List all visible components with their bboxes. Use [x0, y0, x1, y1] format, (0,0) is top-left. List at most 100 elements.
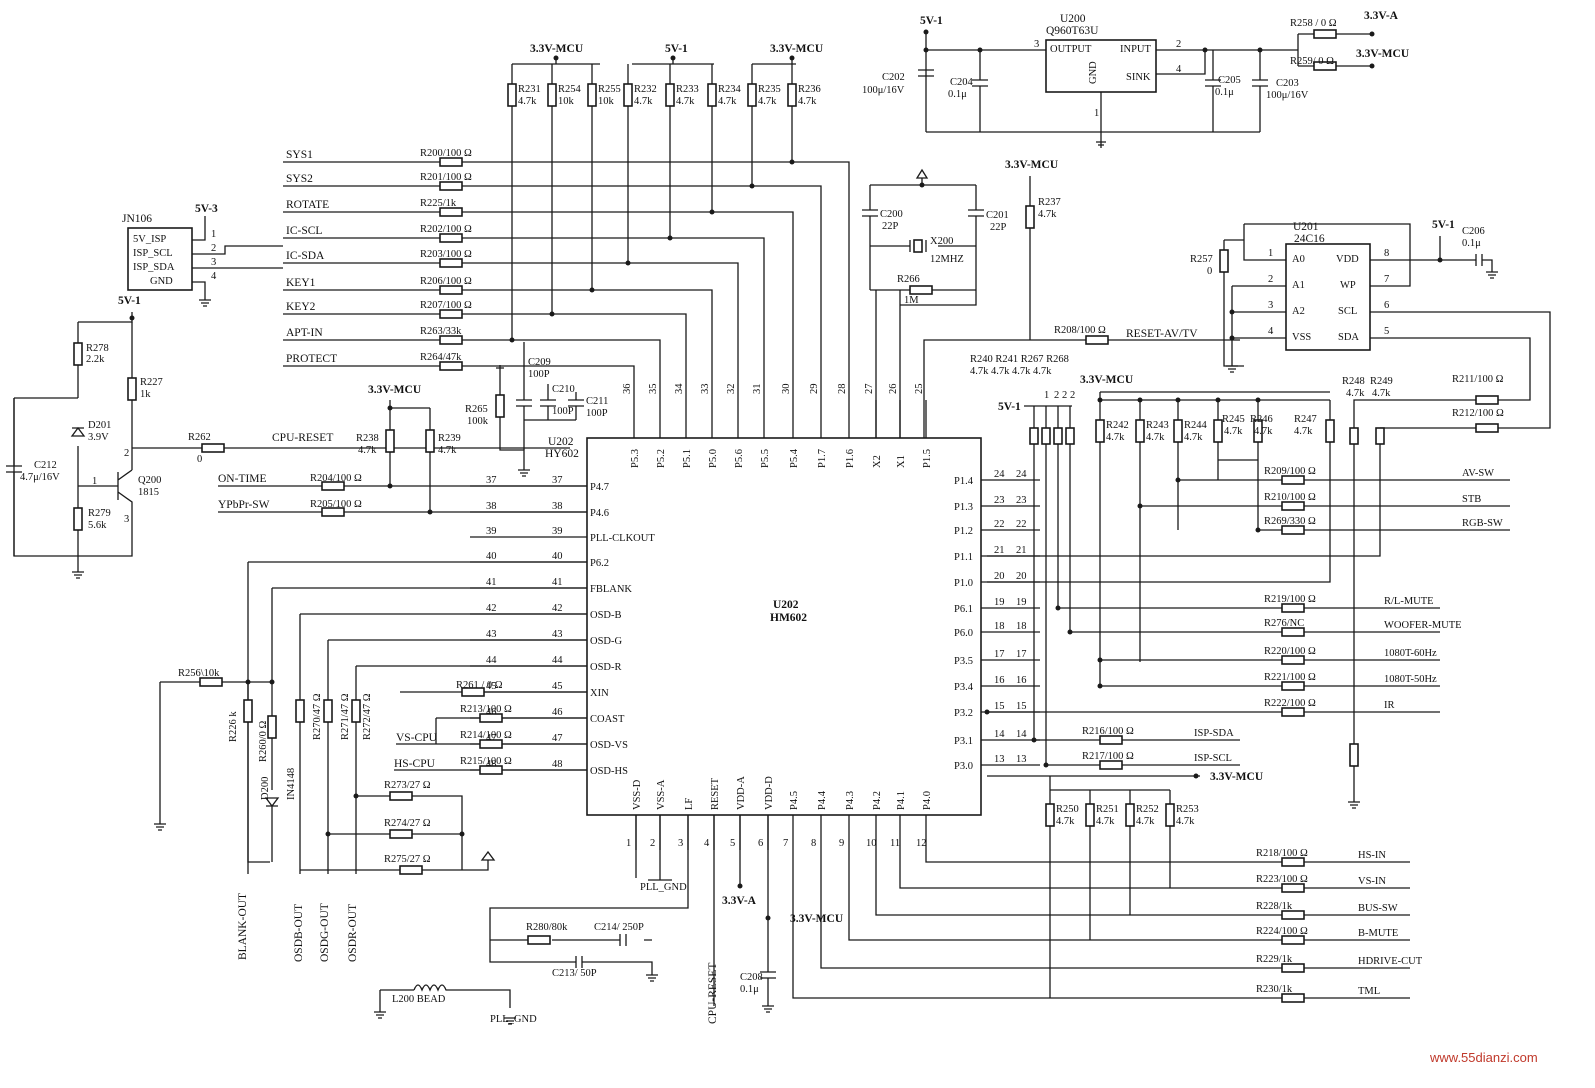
rail-label: 5V-3: [195, 203, 218, 215]
u201-pin: WP: [1340, 280, 1356, 291]
net-name: 1080T-50Hz: [1384, 674, 1437, 685]
u200-pin: SINK: [1126, 72, 1151, 83]
pin-number: 40: [552, 551, 563, 562]
series-resistor: [439, 207, 463, 217]
r274-label: R274/27 Ω: [384, 818, 431, 829]
rail-label: 3.3V-MCU: [1210, 771, 1264, 783]
pin-number: 44: [486, 655, 497, 666]
net-name: KEY2: [286, 301, 316, 313]
r257-value: 0: [1207, 266, 1212, 277]
rail-label: 5V-1: [665, 43, 688, 55]
resistor-value: 4.7k: [676, 96, 695, 107]
net-reset-av-tv: RESET-AV/TV: [1126, 328, 1198, 340]
u200-pin: INPUT: [1120, 44, 1152, 55]
r280-label: R280/80k: [526, 922, 568, 933]
pin-name: OSD-R: [590, 662, 622, 673]
resistor-ref: R234: [718, 84, 742, 95]
series-resistor: [1099, 760, 1123, 770]
u201-ref: U201: [1293, 221, 1319, 233]
ic-part: HM602: [770, 612, 807, 624]
r278-value: 2.2k: [86, 354, 105, 365]
u201-pin: A0: [1292, 254, 1305, 265]
net-name: STB: [1462, 494, 1481, 505]
u201-pin: VSS: [1292, 332, 1311, 343]
signal-net: [875, 850, 1410, 916]
pin-number: 1: [626, 838, 631, 849]
pin-number: 47: [552, 733, 563, 744]
net-ypbpr-sw: YPbPr-SW: [218, 499, 270, 511]
c201-value: 22P: [990, 222, 1007, 233]
r257-label: R257: [1190, 254, 1213, 265]
pullup-resistor: [587, 83, 597, 107]
pin-name: P5.3: [630, 449, 641, 468]
ic-ref-top: U202: [548, 436, 574, 448]
pin-number: 9: [839, 838, 844, 849]
resistor-label: R217/100 Ω: [1082, 751, 1134, 762]
resistor-label: R229/1k: [1256, 954, 1293, 965]
c210-value: 100P: [552, 406, 574, 417]
pin-name: P4.3: [845, 791, 856, 810]
resistor-label: R216/100 Ω: [1082, 726, 1134, 737]
x200-value: 12MHZ: [930, 254, 964, 265]
pin-name: VSS-A: [656, 779, 667, 810]
r243-label: R243: [1146, 420, 1169, 431]
net-osdr-out: OSDR-OUT: [347, 904, 359, 962]
pin-number: 17: [1016, 649, 1027, 660]
rail-label: 3.3V-MCU: [770, 43, 824, 55]
pin-number: 48: [486, 759, 497, 770]
pin-number: 3: [678, 838, 683, 849]
net-vs-cpu: VS-CPU: [396, 732, 438, 744]
pin-name: COAST: [590, 714, 625, 725]
pin-number: 30: [781, 384, 792, 395]
series-resistor: [1281, 963, 1305, 973]
c202-value: 100μ/16V: [862, 85, 905, 96]
c204-label: C204: [950, 77, 974, 88]
pin-name: X1: [896, 455, 907, 468]
pin-number: 2: [124, 448, 129, 459]
resistor-value: 4.7k: [518, 96, 537, 107]
pin-number: 7: [783, 838, 788, 849]
pin-number: 21: [994, 545, 1005, 556]
pin-number: 5: [730, 838, 735, 849]
rail-label: 3.3V-MCU: [1005, 159, 1059, 171]
series-resistor: [439, 181, 463, 191]
signal-net: [925, 850, 1410, 863]
net-on-time: ON-TIME: [218, 473, 267, 485]
series-resistor: [439, 157, 463, 167]
pin-number: 1: [92, 476, 97, 487]
u201-pin: A1: [1292, 280, 1305, 291]
pin-number: 3: [211, 257, 216, 268]
r248-label: R248: [1342, 376, 1365, 387]
r279-label: R279: [88, 508, 111, 519]
r253-value: 4.7k: [1176, 816, 1195, 827]
pin-number: 16: [1016, 675, 1027, 686]
net-name: IC-SDA: [286, 250, 325, 262]
net-name: ISP-SDA: [1194, 728, 1234, 739]
r249-value: 4.7k: [1372, 388, 1391, 399]
resistor-value: 4.7k: [758, 96, 777, 107]
pin-name: LF: [684, 798, 695, 810]
r227-label: R227: [140, 377, 163, 388]
pin-name: P1.7: [817, 449, 828, 468]
resistor-label: R201/100 Ω: [420, 172, 472, 183]
u200-part: Q960T63U: [1046, 25, 1099, 37]
r253-label: R253: [1176, 804, 1199, 815]
series-resistor: [1281, 627, 1305, 637]
c206-value: 0.1μ: [1462, 238, 1481, 249]
r261-label: R261 / 0 Ω: [456, 680, 503, 691]
signal-net: [283, 262, 739, 400]
u201-pin: VDD: [1336, 254, 1359, 265]
pin-number: 20: [1016, 571, 1027, 582]
resistor-label: R263/33k: [420, 326, 462, 337]
series-resistor: [1099, 735, 1123, 745]
r247-value: 4.7k: [1294, 426, 1313, 437]
pin-name: OSD-G: [590, 636, 623, 647]
resistor-ref: R236: [798, 84, 821, 95]
pin-name: VDD-D: [764, 776, 775, 810]
r246-value: 4.7k: [1254, 426, 1273, 437]
series-resistor: [1281, 681, 1305, 691]
signal-net: [820, 850, 1410, 969]
r239-value: 4.7k: [438, 445, 457, 456]
